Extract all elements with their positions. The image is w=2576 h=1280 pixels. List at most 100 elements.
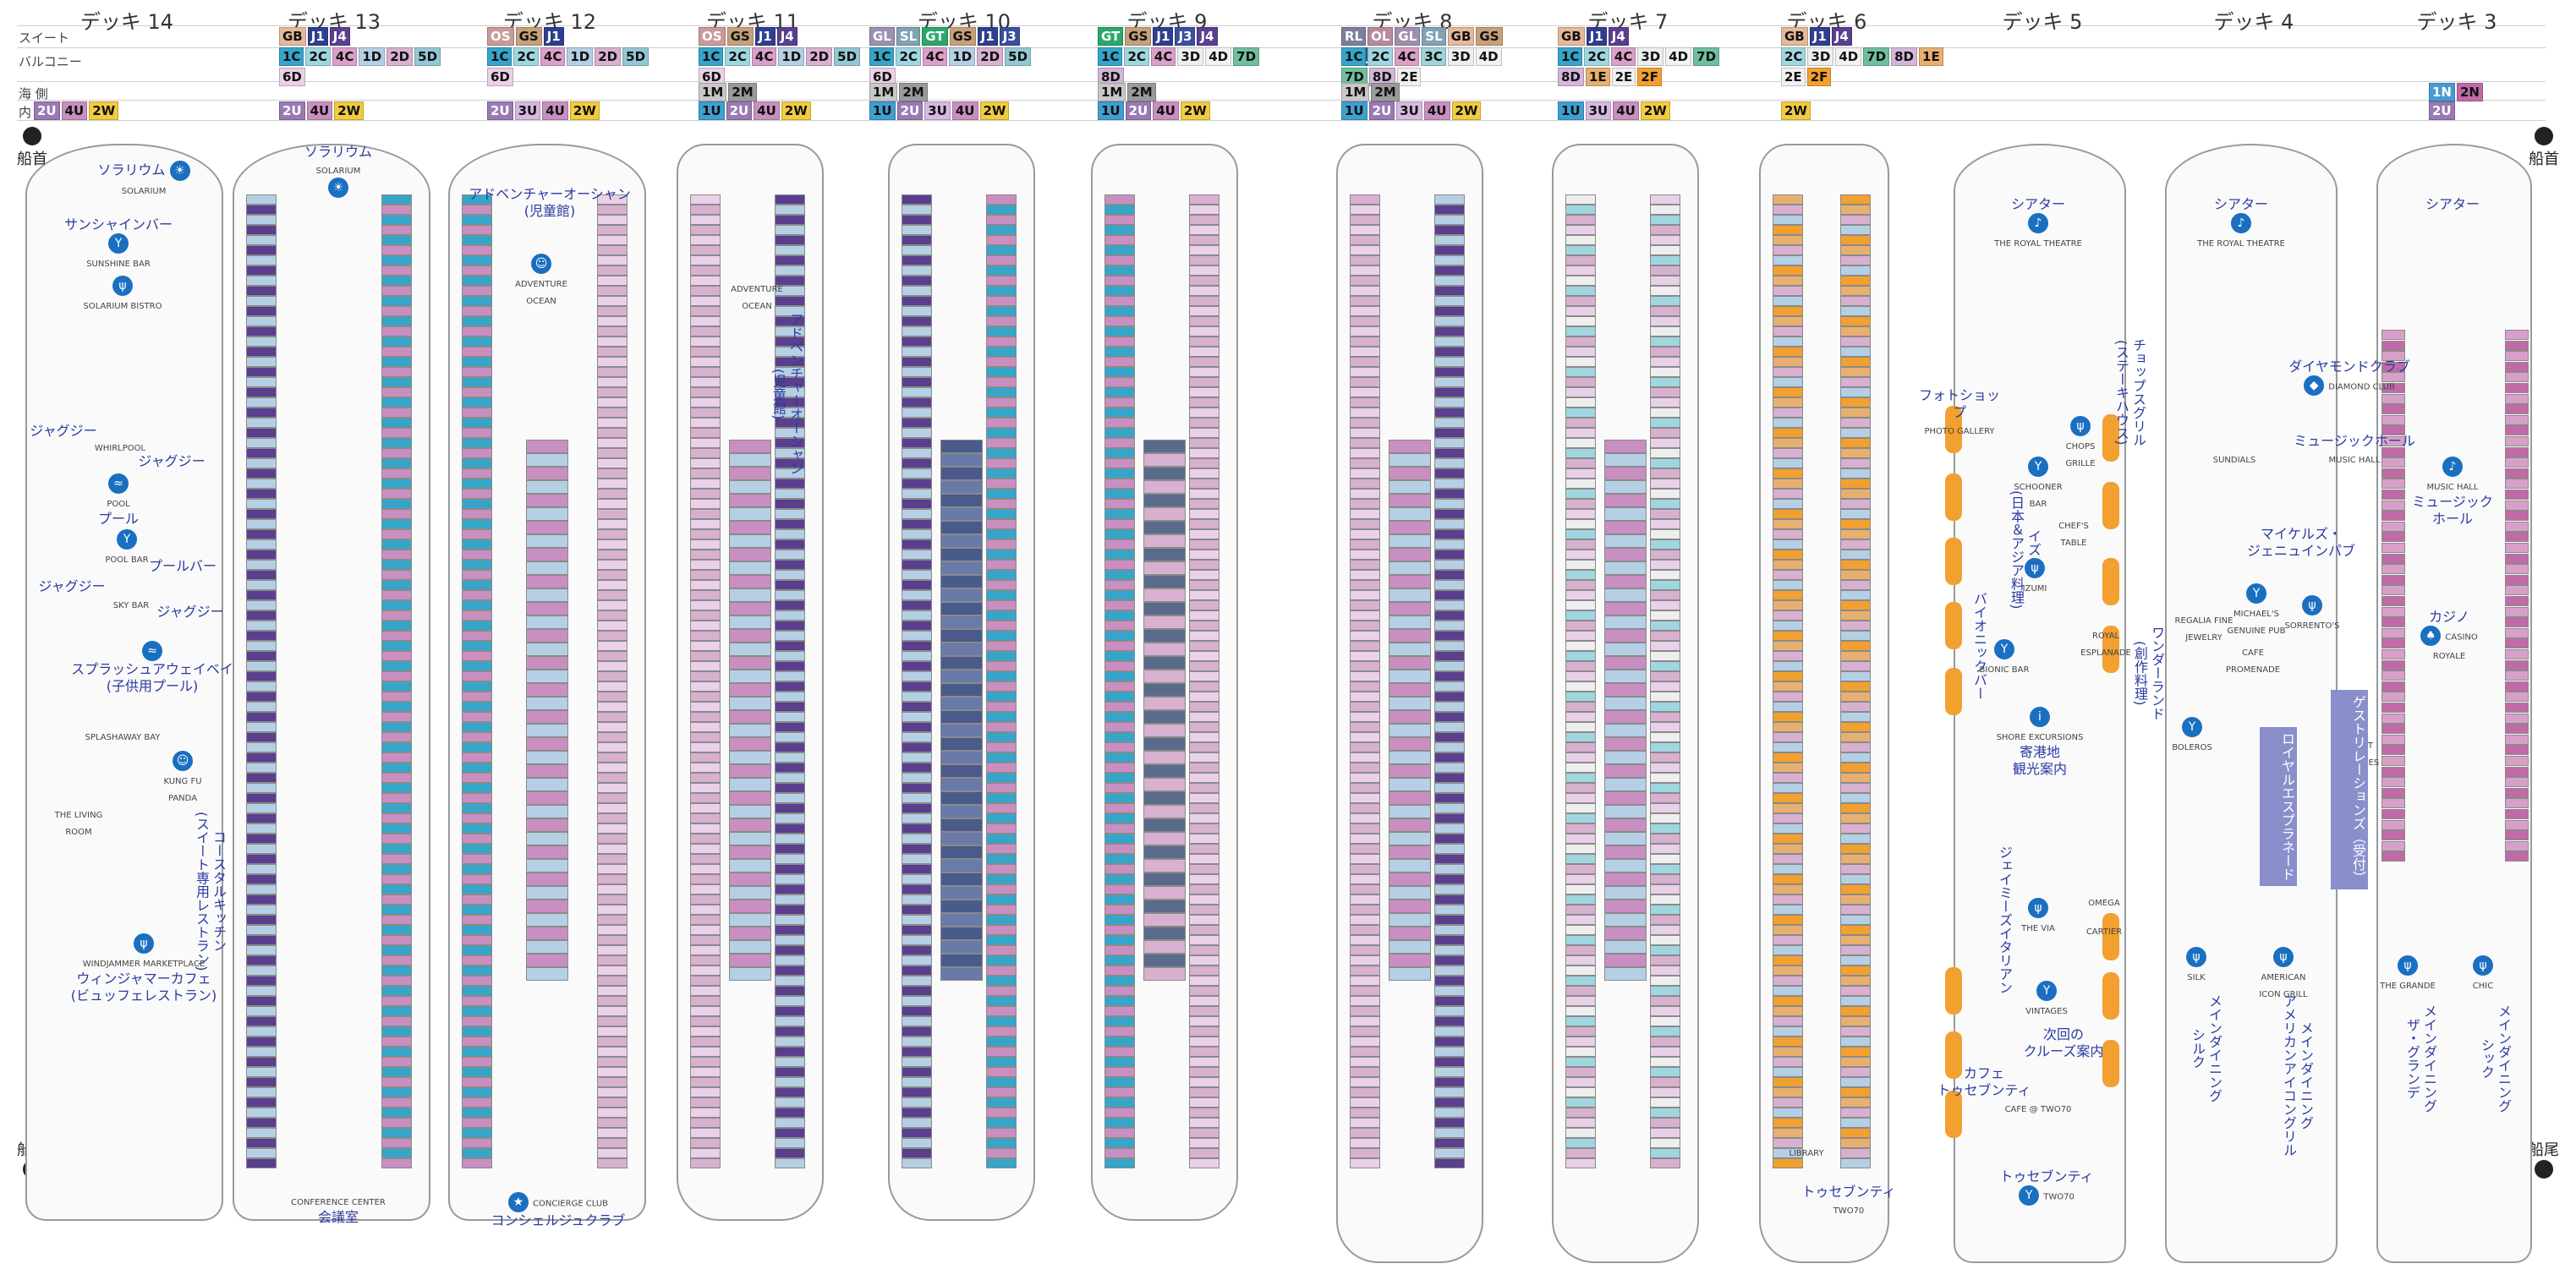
cabin[interactable] [246,742,277,752]
cabin[interactable] [1773,915,1803,925]
cabin[interactable] [1389,670,1431,683]
cabin[interactable] [940,791,983,805]
cabin[interactable] [1350,590,1380,600]
cabin[interactable] [1189,742,1219,752]
cabin[interactable] [775,1118,805,1128]
cabin[interactable] [1104,489,1135,499]
cabin[interactable] [462,1108,492,1118]
cabin[interactable] [246,276,277,286]
cabin[interactable] [1565,590,1596,600]
cabin[interactable] [2505,511,2529,522]
cabin[interactable] [1773,580,1803,590]
cabin[interactable] [1350,215,1380,225]
cabin[interactable] [2381,468,2405,479]
place-michaels-pub[interactable]: マイケルズ・ ジェニュインパブ [2246,526,2355,559]
cabin[interactable] [1350,235,1380,245]
cabin[interactable] [690,631,721,641]
cabin[interactable] [597,194,628,205]
cabin[interactable] [597,621,628,631]
cabin[interactable] [729,494,771,507]
cabin[interactable] [1434,834,1465,844]
cabin[interactable] [986,448,1017,458]
cabin[interactable] [690,408,721,418]
cabin[interactable] [1650,367,1680,377]
cabin[interactable] [986,235,1017,245]
cabin[interactable] [1840,874,1871,884]
cabin[interactable] [986,255,1017,265]
cabin[interactable] [1104,996,1135,1006]
cabin[interactable] [1350,722,1380,732]
cabin[interactable] [462,448,492,458]
cabin[interactable] [1840,255,1871,265]
cabin[interactable] [246,479,277,489]
cabin[interactable] [1189,965,1219,976]
cabin[interactable] [902,448,932,458]
cabin[interactable] [381,813,412,823]
cabin[interactable] [2505,383,2529,393]
cabin[interactable] [1389,900,1431,913]
cabin[interactable] [597,316,628,326]
cabin[interactable] [1434,955,1465,965]
cabin[interactable] [1840,194,1871,205]
cabin[interactable] [1565,844,1596,854]
cabin[interactable] [1565,276,1596,286]
cabin[interactable] [1650,752,1680,763]
cabin[interactable] [986,580,1017,590]
cabin[interactable] [775,438,805,448]
cabin[interactable] [1773,854,1803,864]
cabin[interactable] [1104,468,1135,479]
cabin[interactable] [2505,819,2529,830]
cabin[interactable] [597,509,628,519]
category-badge[interactable]: 4D [1665,47,1692,66]
cabin[interactable] [729,805,771,818]
cabin[interactable] [902,509,932,519]
cabin[interactable] [1840,367,1871,377]
cabin[interactable] [597,397,628,408]
cabin[interactable] [1773,347,1803,357]
cabin[interactable] [1604,845,1647,859]
cabin[interactable] [1565,326,1596,336]
cabin[interactable] [381,894,412,905]
cabin[interactable] [1350,428,1380,438]
cabin[interactable] [986,560,1017,570]
cabin[interactable] [1565,752,1596,763]
cabin[interactable] [1350,408,1380,418]
cabin[interactable] [1565,621,1596,631]
cabin[interactable] [597,1097,628,1108]
cabin[interactable] [1434,1067,1465,1077]
category-badge[interactable]: GT [1098,27,1124,46]
cabin[interactable] [690,996,721,1006]
cabin[interactable] [246,1128,277,1138]
cabin[interactable] [1189,732,1219,742]
cabin[interactable] [1840,1006,1871,1016]
cabin[interactable] [462,823,492,834]
cabin[interactable] [1840,458,1871,468]
cabin[interactable] [902,854,932,864]
cabin[interactable] [462,955,492,965]
cabin[interactable] [729,534,771,548]
cabin[interactable] [597,550,628,560]
cabin[interactable] [1565,986,1596,996]
cabin[interactable] [1434,377,1465,387]
cabin[interactable] [1350,570,1380,580]
cabin[interactable] [690,1047,721,1057]
cabin[interactable] [1650,438,1680,448]
cabin[interactable] [1650,965,1680,976]
cabin[interactable] [462,793,492,803]
cabin[interactable] [1650,418,1680,428]
cabin[interactable] [462,1067,492,1077]
cabin[interactable] [1189,712,1219,722]
cabin[interactable] [1434,205,1465,215]
cabin[interactable] [775,986,805,996]
cabin[interactable] [1143,480,1186,494]
cabin[interactable] [986,986,1017,996]
cabin[interactable] [1434,519,1465,529]
cabin[interactable] [775,763,805,773]
cabin[interactable] [597,1006,628,1016]
cabin[interactable] [1434,651,1465,661]
category-badge[interactable]: 2W [334,101,364,120]
cabin[interactable] [1773,955,1803,965]
